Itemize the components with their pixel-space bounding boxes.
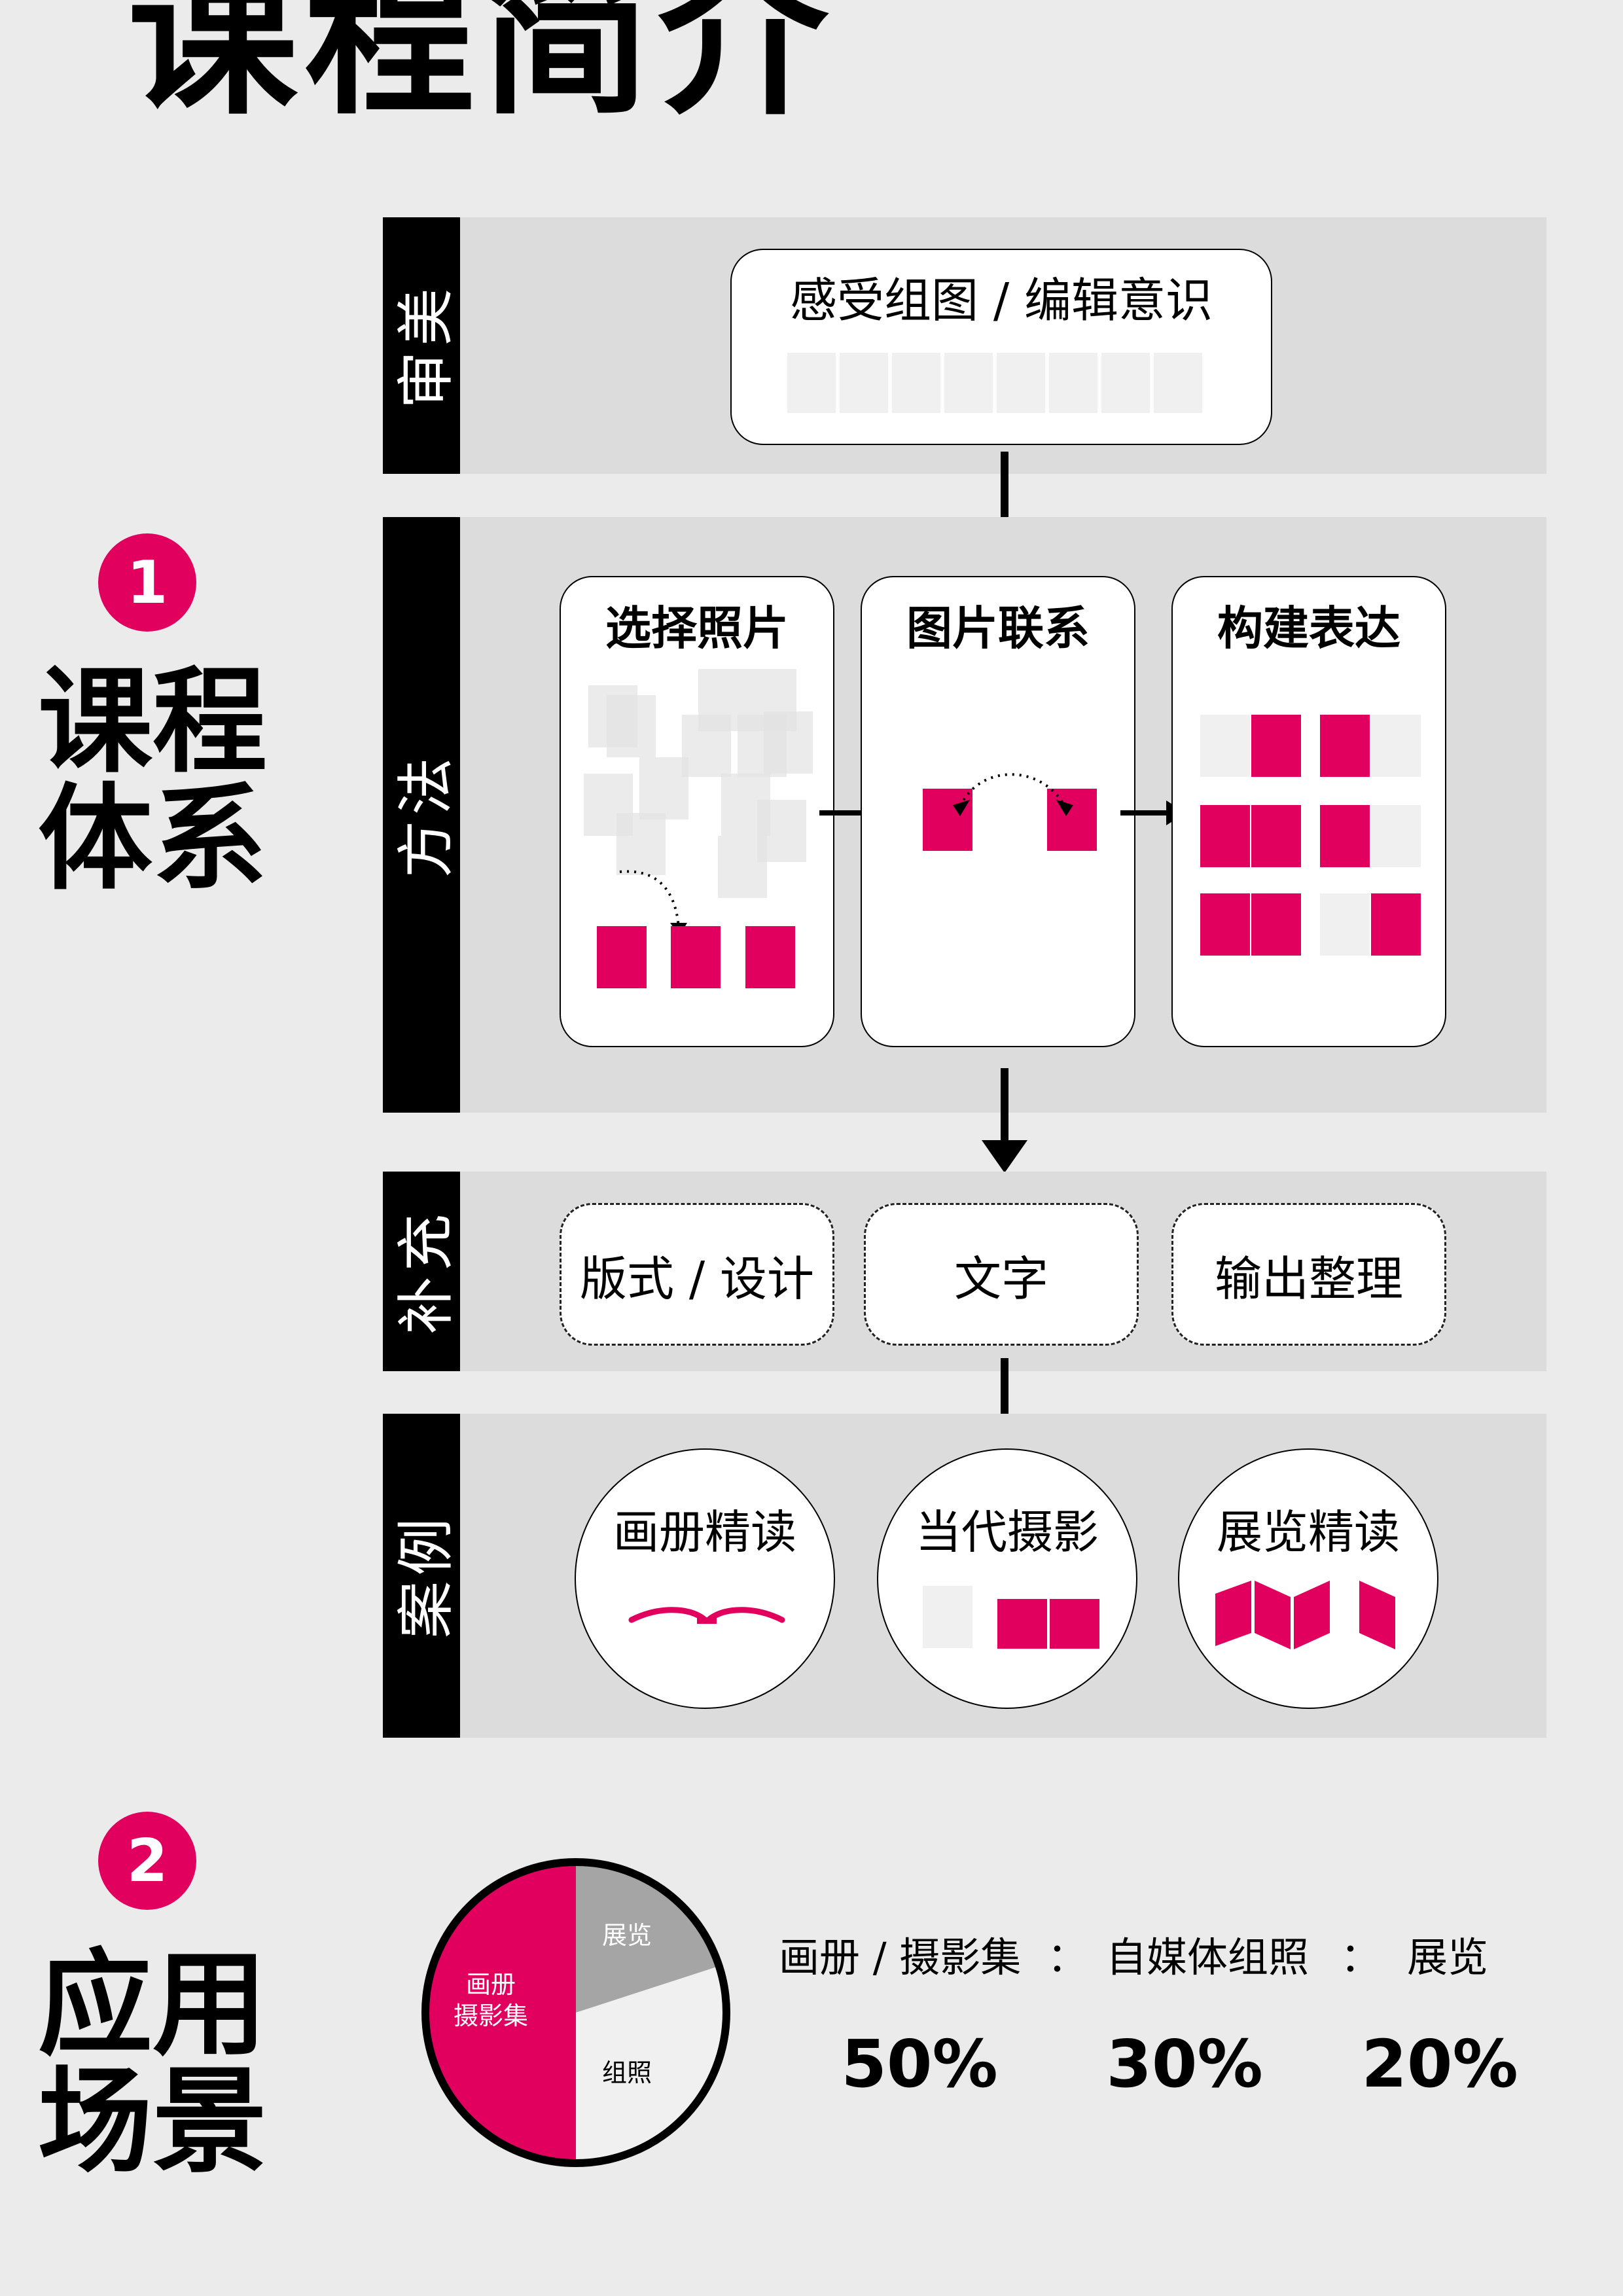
arrow-down-icon [982, 1068, 1027, 1173]
case-exhibition: 展览精读 [1178, 1448, 1438, 1709]
percent-group: 30% [1106, 2026, 1263, 2102]
grid-cell [1371, 893, 1421, 956]
open-book-icon [628, 1607, 785, 1624]
pie-label-group: 组照 [602, 2058, 652, 2087]
scattered-photo [639, 757, 688, 819]
method-card-title: 选择照片 [605, 601, 789, 655]
supplement-text: 文字 [864, 1203, 1139, 1346]
scattered-photo [718, 836, 767, 898]
section-1-badge: 1 [98, 533, 196, 632]
aesthetics-box: 感受组图 / 编辑意识 [730, 249, 1272, 445]
pie-label-photobook-line2: 摄影集 [454, 2001, 528, 2030]
scattered-photo [682, 715, 731, 777]
method-card-build-expression: 构建表达 [1171, 576, 1446, 1047]
grid-cell [1320, 893, 1370, 956]
grid-cell [1371, 715, 1421, 777]
band-method-label: 方法 [383, 517, 460, 1113]
section-2-title-line1: 应用 [38, 1939, 267, 2072]
aesthetics-box-text: 感受组图 / 编辑意识 [789, 273, 1213, 328]
legend-label-exhibition: 展览 [1407, 1933, 1489, 1981]
scattered-photo [764, 711, 813, 774]
selected-photo [745, 926, 795, 988]
grid-cell [1251, 893, 1301, 956]
section-1-title-line1: 课程 [38, 656, 267, 789]
method-card-select-photos: 选择照片 [560, 576, 834, 1047]
link-arc-icon [953, 773, 1073, 816]
scattered-photo [607, 695, 656, 757]
band-cases-label: 案例 [383, 1414, 460, 1738]
case-contemporary-photo: 当代摄影 [877, 1448, 1137, 1709]
grid-cell [1320, 715, 1370, 777]
photo [923, 1586, 972, 1648]
section-2-title: 应用 场景 [38, 1939, 267, 2189]
band-supplement-label: 补充 [383, 1172, 460, 1371]
thumb [892, 353, 940, 413]
usage-pie-chart: 画册 摄影集 展览 组照 [421, 1858, 730, 2167]
section-1-title-line2: 体系 [38, 772, 267, 906]
method-card-photo-relation: 图片联系 [861, 576, 1135, 1047]
legend-separator: ： [1047, 1933, 1088, 1981]
page-title: 课程简介 [128, 0, 834, 138]
case-photobook: 画册精读 [575, 1448, 835, 1709]
case-label: 画册精读 [613, 1505, 796, 1559]
case-label: 展览精读 [1217, 1505, 1400, 1559]
section-1-title: 课程 体系 [38, 664, 267, 898]
thumb [997, 353, 1045, 413]
grid-cell [1200, 805, 1250, 867]
grid-cell [1200, 715, 1250, 777]
photo [1047, 789, 1097, 851]
thumb [1154, 353, 1202, 413]
grid-cell [1251, 715, 1301, 777]
method-card-title: 图片联系 [906, 601, 1090, 655]
folded-panels-icon [1215, 1581, 1395, 1649]
supplement-layout-design: 版式 / 设计 [560, 1203, 834, 1346]
legend-label-group: 自媒体组照 [1106, 1933, 1310, 1981]
thumb [1049, 353, 1097, 413]
percent-exhibition: 20% [1361, 2026, 1518, 2102]
thumb [1101, 353, 1150, 413]
grid-cell [1320, 805, 1370, 867]
thumb [944, 353, 993, 413]
selected-photo [671, 926, 721, 988]
legend-separator: ： [1340, 1933, 1382, 1981]
pie-slice-exhibition [576, 1862, 719, 2013]
percent-photobook: 50% [841, 2026, 998, 2102]
method-card-title: 构建表达 [1217, 601, 1400, 655]
grid-cell [1200, 893, 1250, 956]
pie-slice-photobook [425, 1862, 576, 2163]
thumb [787, 353, 836, 413]
pie-label-exhibition: 展览 [602, 1921, 652, 1950]
pie-slice-group [576, 1966, 726, 2163]
legend-label-photobook: 画册 / 摄影集 [779, 1933, 1022, 1981]
band-aesthetics-label: 审美 [383, 217, 460, 474]
grid-cell [1251, 805, 1301, 867]
section-2-title-line2: 场景 [38, 2055, 267, 2189]
scattered-photo [616, 813, 666, 875]
supplement-output: 输出整理 [1171, 1203, 1446, 1346]
case-label: 当代摄影 [916, 1505, 1099, 1559]
selected-photo [597, 926, 647, 988]
photo [997, 1599, 1047, 1649]
grid-cell [1371, 805, 1421, 867]
photo [1050, 1599, 1099, 1649]
pie-label-photobook-line1: 画册 [466, 1970, 516, 1999]
section-2-badge: 2 [98, 1812, 196, 1910]
thumb [840, 353, 888, 413]
